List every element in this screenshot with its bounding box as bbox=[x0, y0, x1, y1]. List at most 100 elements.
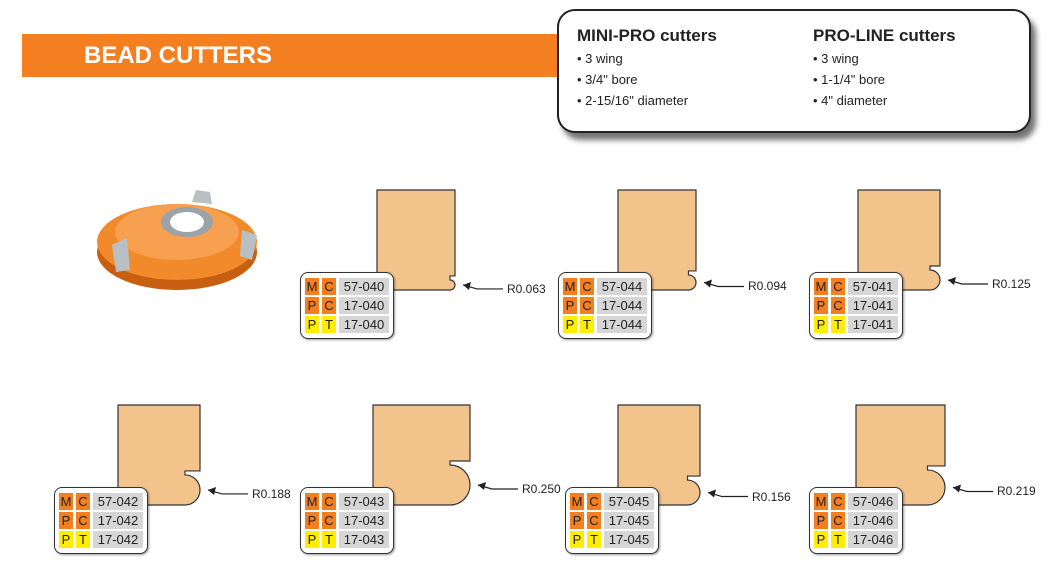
part-number: 17-040 bbox=[339, 316, 389, 333]
part-number: 57-043 bbox=[339, 493, 389, 510]
cutter-image bbox=[97, 190, 257, 290]
bead-profile: R0.219 M C 57-046 P C 17-046 P T 17-046 bbox=[809, 404, 1039, 565]
prefix-letter: C bbox=[587, 512, 601, 529]
prefix-letter: P bbox=[563, 316, 577, 333]
bead-profile: R0.156 M C 57-045 P C 17-045 P T 17-045 bbox=[565, 404, 795, 565]
part-row: P C 17-040 bbox=[305, 297, 389, 314]
part-number: 17-045 bbox=[604, 512, 654, 529]
prefix-letter: P bbox=[305, 316, 319, 333]
prefix-letter: P bbox=[570, 531, 584, 548]
prefix-letter: C bbox=[76, 493, 90, 510]
prefix-letter: C bbox=[831, 512, 845, 529]
prefix-letter: M bbox=[570, 493, 584, 510]
prefix-letter: P bbox=[814, 531, 828, 548]
prefix-letter: P bbox=[814, 316, 828, 333]
part-number: 17-046 bbox=[848, 512, 898, 529]
prefix-letter: P bbox=[305, 512, 319, 529]
part-row: P C 17-041 bbox=[814, 297, 898, 314]
wood-profile bbox=[857, 189, 941, 291]
part-number: 57-041 bbox=[848, 278, 898, 295]
mini-pro-specs: MINI-PRO cutters • 3 wing • 3/4" bore • … bbox=[577, 25, 717, 111]
radius-label: R0.094 bbox=[748, 279, 787, 294]
part-number: 17-042 bbox=[93, 512, 143, 529]
radius-label: R0.063 bbox=[507, 281, 546, 296]
spec-item: • 3 wing bbox=[577, 51, 623, 66]
part-number: 17-045 bbox=[604, 531, 654, 548]
specs-box: MINI-PRO cutters • 3 wing • 3/4" bore • … bbox=[557, 9, 1031, 133]
part-row: P T 17-044 bbox=[563, 316, 647, 333]
prefix-letter: C bbox=[322, 278, 336, 295]
part-number: 17-043 bbox=[339, 512, 389, 529]
spec-item: • 4" diameter bbox=[813, 93, 888, 108]
prefix-letter: M bbox=[305, 493, 319, 510]
wood-profile bbox=[617, 404, 701, 506]
part-number: 17-043 bbox=[339, 531, 389, 548]
prefix-letter: P bbox=[563, 297, 577, 314]
part-number-box: M C 57-041 P C 17-041 P T 17-041 bbox=[809, 272, 903, 339]
part-row: M C 57-043 bbox=[305, 493, 389, 510]
bead-profile: R0.250 M C 57-043 P C 17-043 P T 17-043 bbox=[300, 404, 561, 565]
radius-label: R0.125 bbox=[992, 277, 1031, 291]
prefix-letter: M bbox=[814, 493, 828, 510]
part-row: P T 17-040 bbox=[305, 316, 389, 333]
part-row: P C 17-044 bbox=[563, 297, 647, 314]
prefix-letter: T bbox=[831, 531, 845, 548]
radius-label: R0.188 bbox=[252, 486, 291, 501]
part-number: 17-041 bbox=[848, 297, 898, 314]
part-row: P T 17-043 bbox=[305, 531, 389, 548]
prefix-letter: T bbox=[76, 531, 90, 548]
part-number: 57-040 bbox=[339, 278, 389, 295]
part-number-box: M C 57-044 P C 17-044 P T 17-044 bbox=[558, 272, 652, 339]
radius-label: R0.156 bbox=[752, 489, 791, 504]
part-number: 17-044 bbox=[597, 316, 647, 333]
prefix-letter: C bbox=[76, 512, 90, 529]
bead-profile: R0.094 M C 57-044 P C 17-044 P T 17-044 bbox=[558, 189, 788, 350]
wood-profile bbox=[117, 404, 201, 506]
wood-profile bbox=[372, 404, 471, 506]
wood-profile bbox=[617, 189, 697, 291]
part-number: 57-045 bbox=[604, 493, 654, 510]
part-number: 57-046 bbox=[848, 493, 898, 510]
part-number-box: M C 57-045 P C 17-045 P T 17-045 bbox=[565, 487, 659, 554]
prefix-letter: P bbox=[570, 512, 584, 529]
prefix-letter: C bbox=[587, 493, 601, 510]
prefix-letter: P bbox=[305, 297, 319, 314]
prefix-letter: P bbox=[305, 531, 319, 548]
prefix-letter: T bbox=[322, 531, 336, 548]
part-row: P C 17-043 bbox=[305, 512, 389, 529]
prefix-letter: C bbox=[580, 297, 594, 314]
spec-item: • 3 wing bbox=[813, 51, 859, 66]
prefix-letter: C bbox=[580, 278, 594, 295]
bead-profile: R0.125 M C 57-041 P C 17-041 P T 17-041 bbox=[809, 189, 1039, 350]
spec-item: • 3/4" bore bbox=[577, 72, 638, 87]
pro-line-specs: PRO-LINE cutters • 3 wing • 1-1/4" bore … bbox=[813, 25, 956, 111]
prefix-letter: M bbox=[814, 278, 828, 295]
part-number: 17-042 bbox=[93, 531, 143, 548]
part-row: P T 17-045 bbox=[570, 531, 654, 548]
part-row: M C 57-041 bbox=[814, 278, 898, 295]
prefix-letter: M bbox=[563, 278, 577, 295]
part-number: 17-046 bbox=[848, 531, 898, 548]
part-row: M C 57-045 bbox=[570, 493, 654, 510]
part-number: 57-042 bbox=[93, 493, 143, 510]
part-row: P T 17-046 bbox=[814, 531, 898, 548]
part-number-box: M C 57-042 P C 17-042 P T 17-042 bbox=[54, 487, 148, 554]
prefix-letter: P bbox=[814, 297, 828, 314]
radius-label: R0.250 bbox=[522, 482, 561, 496]
part-row: M C 57-040 bbox=[305, 278, 389, 295]
part-row: M C 57-042 bbox=[59, 493, 143, 510]
page-title: BEAD CUTTERS bbox=[84, 42, 273, 69]
prefix-letter: C bbox=[831, 493, 845, 510]
prefix-letter: C bbox=[831, 278, 845, 295]
bead-profile: R0.188 M C 57-042 P C 17-042 P T 17-042 bbox=[54, 404, 291, 565]
prefix-letter: T bbox=[587, 531, 601, 548]
part-number: 57-044 bbox=[597, 278, 647, 295]
part-number: 17-044 bbox=[597, 297, 647, 314]
title-banner: BEAD CUTTERS bbox=[22, 34, 562, 77]
prefix-letter: C bbox=[831, 297, 845, 314]
bead-profile: R0.063 M C 57-040 P C 17-040 P T 17-040 bbox=[300, 189, 546, 350]
spec-item: • 2-15/16" diameter bbox=[577, 93, 689, 108]
wood-profile bbox=[855, 404, 946, 506]
prefix-letter: P bbox=[59, 512, 73, 529]
part-number-box: M C 57-040 P C 17-040 P T 17-040 bbox=[300, 272, 394, 339]
